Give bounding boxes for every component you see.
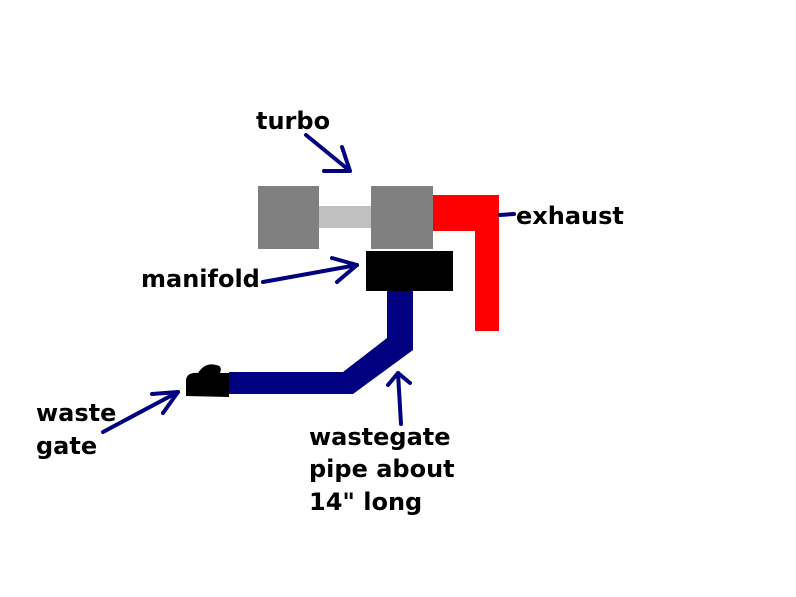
wastegate-valve	[186, 364, 229, 397]
arrow-to-turbo	[304, 133, 352, 173]
arrow-to-manifold	[261, 256, 359, 284]
manifold-block	[366, 251, 453, 291]
arrow-to-exhaust	[498, 212, 516, 217]
label-wastegate-pipe-line3: 14" long	[309, 488, 422, 516]
label-waste-gate-line1: waste	[36, 399, 116, 427]
label-wastegate-pipe-line2: pipe about	[309, 455, 455, 483]
turbo-shaft	[318, 206, 374, 228]
label-manifold: manifold	[141, 265, 260, 293]
arrow-to-wastegate-pipe	[386, 371, 412, 426]
arrows	[101, 133, 516, 434]
wastegate-pipe	[229, 291, 413, 394]
arrow-to-wastegate-valve	[101, 390, 180, 434]
label-wastegate-pipe-line1: wastegate	[309, 423, 451, 451]
turbo-compressor-housing	[258, 186, 319, 249]
label-turbo: turbo	[256, 107, 330, 135]
label-waste-gate-line2: gate	[36, 432, 97, 460]
turbo-turbine-housing	[371, 186, 433, 249]
exhaust-pipe	[433, 195, 499, 331]
label-exhaust: exhaust	[516, 202, 624, 230]
